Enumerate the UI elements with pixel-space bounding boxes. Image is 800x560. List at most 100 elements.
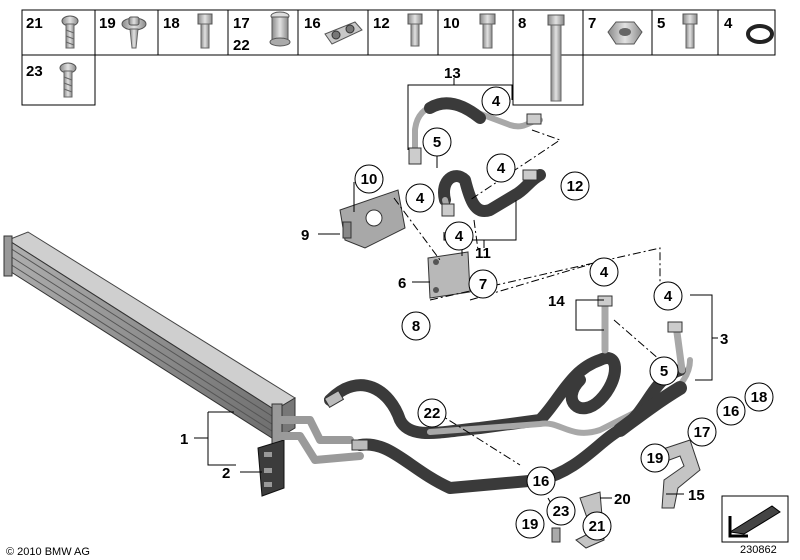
callout-16-b: 16 [526,466,556,496]
upper-hose-11 [438,169,546,217]
hex-nut-icon [607,21,643,45]
table-label-18: 18 [163,15,180,32]
svg-text:5: 5 [660,363,668,380]
table-cell-5: 5 [657,13,698,49]
callout-5-b: 5 [649,356,679,386]
hose-clip-icon [324,21,363,45]
callout-4-c: 4 [405,183,435,213]
svg-text:23: 23 [553,503,570,520]
svg-text:18: 18 [751,389,768,406]
table-label-16: 16 [304,15,321,32]
callout-9: 9 [301,227,309,244]
svg-text:10: 10 [361,171,378,188]
svg-text:19: 19 [647,450,664,467]
callout-18: 18 [744,382,774,412]
callout-15: 15 [688,487,705,504]
callout-20: 20 [614,491,631,508]
table-label-22: 22 [233,37,250,54]
svg-text:12: 12 [567,178,584,195]
diagram-number: 230862 [740,544,777,556]
upper-hose-13 [408,97,543,165]
callouts: 13 9 11 6 14 3 1 2 15 20 4 5 4 10 12 4 4… [180,65,774,541]
table-cell-12: 12 [373,13,423,47]
table-label-17: 17 [233,15,250,32]
bracket-block-6 [427,251,471,299]
callout-16-a: 16 [716,396,746,426]
table-cell-4: 4 [724,15,774,44]
callout-19-a: 19 [640,443,670,473]
hex-bolt-icon [682,13,698,49]
callout-22: 22 [417,398,447,428]
callout-4-b: 4 [486,153,516,183]
callout-8: 8 [401,311,431,341]
flange-screw-icon [121,16,147,49]
callout-4-d: 4 [444,221,474,251]
table-label-5: 5 [657,15,665,32]
svg-text:7: 7 [479,276,487,293]
svg-text:4: 4 [600,264,609,281]
oil-cooler-radiator [3,231,296,445]
mounting-bracket-9 [339,189,406,249]
svg-text:5: 5 [433,134,441,151]
table-cell-18: 18 [163,13,213,49]
radiator-bracket [257,439,285,497]
callout-12: 12 [560,171,590,201]
svg-text:4: 4 [497,160,506,177]
table-cell-19: 19 [99,15,147,49]
long-bolt-icon [547,14,565,102]
table-cell-7: 7 [588,15,643,45]
svg-text:19: 19 [522,516,539,533]
orientation-icon [721,495,789,543]
hex-bolt-icon [479,13,496,49]
callout-21: 21 [582,511,612,541]
hex-bolt-icon [407,13,423,47]
callout-2: 2 [222,465,230,482]
parts-table: 21 19 18 17 22 [21,9,776,106]
callout-4-a: 4 [481,86,511,116]
callout-4-f: 4 [653,281,683,311]
svg-text:17: 17 [694,424,711,441]
svg-text:4: 4 [455,228,464,245]
table-label-8: 8 [518,15,526,32]
callout-4-e: 4 [589,257,619,287]
callout-3: 3 [720,331,728,348]
table-cell-16: 16 [304,15,363,45]
callout-11: 11 [475,245,491,262]
copyright-text: © 2010 BMW AG [6,546,90,558]
callout-7: 7 [468,269,498,299]
table-label-21: 21 [26,15,43,32]
table-label-12: 12 [373,15,390,32]
table-cell-21: 21 [26,15,79,49]
svg-text:16: 16 [533,473,550,490]
svg-text:22: 22 [424,405,441,422]
callout-23: 23 [546,496,576,526]
table-label-23: 23 [26,63,43,80]
callout-5-a: 5 [422,127,452,157]
torx-screw-icon [59,62,77,98]
table-label-7: 7 [588,15,596,32]
svg-text:21: 21 [589,518,606,535]
lower-oil-lines [278,295,693,494]
svg-text:16: 16 [723,403,740,420]
o-ring-icon [746,24,774,44]
table-cell-17-22: 17 22 [233,11,291,54]
callout-13: 13 [444,65,461,82]
callout-10: 10 [354,164,384,194]
callout-14: 14 [548,293,565,310]
hose-bracket-15 [659,439,701,509]
callout-6: 6 [398,275,406,292]
table-label-19: 19 [99,15,116,32]
callout-17: 17 [687,417,717,447]
svg-text:4: 4 [492,93,501,110]
rivet-nut-icon [269,11,291,47]
table-cell-10: 10 [443,13,496,49]
svg-text:8: 8 [412,318,420,335]
torx-screw-icon [61,15,79,49]
svg-text:4: 4 [664,288,673,305]
callout-19-b: 19 [515,509,545,539]
svg-text:4: 4 [416,190,425,207]
table-label-10: 10 [443,15,460,32]
table-cell-23: 23 [26,62,77,98]
